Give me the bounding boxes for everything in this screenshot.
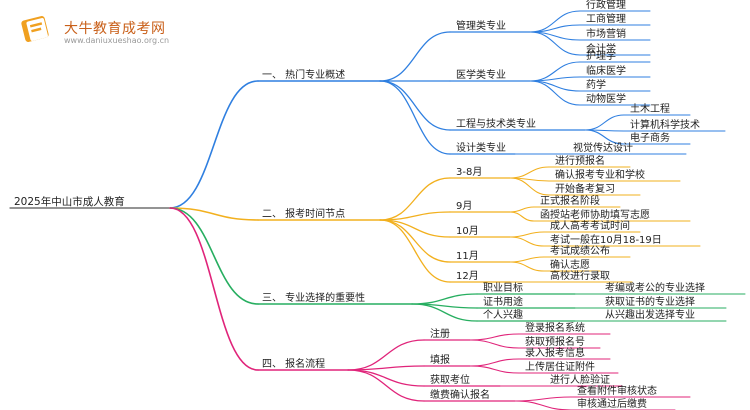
branch-3-topic-3: 个人兴趣 <box>483 308 523 321</box>
connector-line <box>379 80 451 131</box>
connector-line <box>529 76 581 82</box>
branch-4-topic-2-item-2: 上传居住证附件 <box>525 360 595 373</box>
connector-line <box>514 396 572 402</box>
connector-line <box>469 365 520 374</box>
connector-line <box>529 80 581 106</box>
connector-line <box>469 333 520 341</box>
branch-3-topic-1-item-1: 考编或考公的专业选择 <box>605 281 705 294</box>
branch-2-topic-1-item-2: 确认报考专业和学校 <box>555 168 645 181</box>
branch-2-topic-3-item-2: 考试一般在10月18-19日 <box>550 233 662 246</box>
branch-1-topic-2: 医学类专业 <box>456 68 506 81</box>
connector-line <box>411 293 478 305</box>
branch-1-topic-3-item-2: 计算机科学技术 <box>630 118 700 131</box>
branch-2-topic-3-item-1: 成人高考考试时间 <box>550 219 630 232</box>
connector-line <box>379 31 451 82</box>
watermark-url: www.daniuxueshao.org.cn <box>64 36 170 45</box>
branch-4-topic-4-item-2: 审核通过后缴费 <box>577 397 647 410</box>
connector-line <box>469 358 520 367</box>
branch-2-label: 二、 报考时间节点 <box>262 207 345 220</box>
connector-line <box>529 61 581 82</box>
watermark-title: 大牛教育成考网 <box>64 21 166 37</box>
connector-line <box>509 236 545 247</box>
branch-4-topic-4: 缴费确认报名 <box>430 388 490 401</box>
branch-2-topic-4: 11月 <box>456 250 479 262</box>
connector-line <box>529 31 581 56</box>
branch-1-label: 一、 热门专业概述 <box>262 68 345 81</box>
branch-2-topic-5: 12月 <box>456 270 479 282</box>
branch-2-topic-2-item-2: 函授站老师协助填写志愿 <box>540 208 650 221</box>
connector-line <box>509 231 545 238</box>
connector-line <box>379 219 451 283</box>
connector-line <box>529 80 581 92</box>
branch-1-topic-2-item-4: 动物医学 <box>586 92 626 105</box>
branch-1-topic-2-item-3: 药学 <box>586 78 606 91</box>
connector-line <box>584 114 625 131</box>
connector-line <box>509 206 535 213</box>
branch-1-topic-2-item-1: 护理学 <box>586 49 616 62</box>
connector-line <box>347 369 425 387</box>
connector-line <box>379 80 451 155</box>
branch-4-topic-4-item-1: 查看附件审核状态 <box>577 384 657 397</box>
connector-line <box>584 129 625 145</box>
branch-1-topic-2-item-2: 临床医学 <box>586 64 626 77</box>
branch-4-topic-2: 填报 <box>430 353 450 366</box>
branch-2-topic-5-item-1: 高校进行录取 <box>550 269 610 282</box>
branch-2-topic-4-item-1: 考试成绩公布 <box>550 244 610 257</box>
branch-1-topic-1-item-1: 行政管理 <box>586 0 626 11</box>
connector-line <box>509 256 545 263</box>
book-logo-icon <box>20 14 58 46</box>
branch-2-topic-1: 3-8月 <box>456 166 482 178</box>
branch-4-label: 四、 报名流程 <box>262 357 325 370</box>
connector-line <box>379 219 451 263</box>
branch-1-topic-3: 工程与技术类专业 <box>456 117 536 130</box>
branch-3-topic-2-item-1: 获取证书的专业选择 <box>605 295 695 308</box>
connector-line <box>347 365 425 371</box>
branch-4-topic-2-item-1: 录入报考信息 <box>525 346 585 359</box>
connector-line <box>347 339 425 371</box>
branch-2-topic-3: 10月 <box>456 225 479 237</box>
connector-line <box>509 211 535 222</box>
branch-4-topic-1-item-2: 获取预报名号 <box>525 335 585 348</box>
branch-2-topic-1-item-1: 进行预报名 <box>555 154 605 167</box>
connector-line <box>509 166 550 179</box>
branch-1-topic-4-item-1: 视觉传达设计 <box>573 141 633 154</box>
connector-line <box>169 80 259 209</box>
branch-1-topic-3-item-1: 土木工程 <box>630 102 670 115</box>
branch-1-topic-1-item-3: 市场营销 <box>586 27 626 40</box>
branch-4-topic-1-item-1: 登录报名系统 <box>525 321 585 334</box>
root-node: 2025年中山市成人教育 <box>14 195 125 208</box>
branch-4-topic-1: 注册 <box>430 327 450 340</box>
branch-3-topic-1: 职业目标 <box>483 282 523 294</box>
branch-1-topic-3-item-3: 电子商务 <box>630 131 670 144</box>
connector-line <box>469 339 520 349</box>
branch-4-topic-3: 获取考位 <box>430 373 470 386</box>
branch-1-topic-4: 设计类专业 <box>456 141 506 154</box>
connector-line <box>514 400 572 410</box>
branch-4-topic-3-item-1: 进行人脸验证 <box>550 373 610 386</box>
connector-line <box>169 207 259 305</box>
branch-2-topic-2-item-1: 正式报名阶段 <box>540 194 600 207</box>
branch-2-topic-4-item-2: 确认志愿 <box>550 258 590 271</box>
connector-line <box>169 207 259 221</box>
connector-line <box>379 177 451 221</box>
branch-1-topic-1-item-4: 会计学 <box>586 42 616 55</box>
branch-3-label: 三、 专业选择的重要性 <box>262 291 365 304</box>
branch-2-topic-2: 9月 <box>456 200 472 212</box>
connector-line <box>509 177 550 196</box>
connector-line <box>347 369 425 402</box>
branch-1-topic-1: 管理类专业 <box>456 19 506 32</box>
connector-line <box>169 207 259 371</box>
connector-line <box>411 303 478 322</box>
branch-3-topic-3-item-1: 从兴趣出发选择专业 <box>605 308 695 321</box>
branch-2-topic-1-item-3: 开始备考复习 <box>555 182 615 195</box>
branch-3-topic-2: 证书用途 <box>483 295 523 308</box>
connector-line <box>379 219 451 238</box>
branch-1-topic-1-item-2: 工商管理 <box>586 12 626 25</box>
connector-line <box>509 261 545 272</box>
